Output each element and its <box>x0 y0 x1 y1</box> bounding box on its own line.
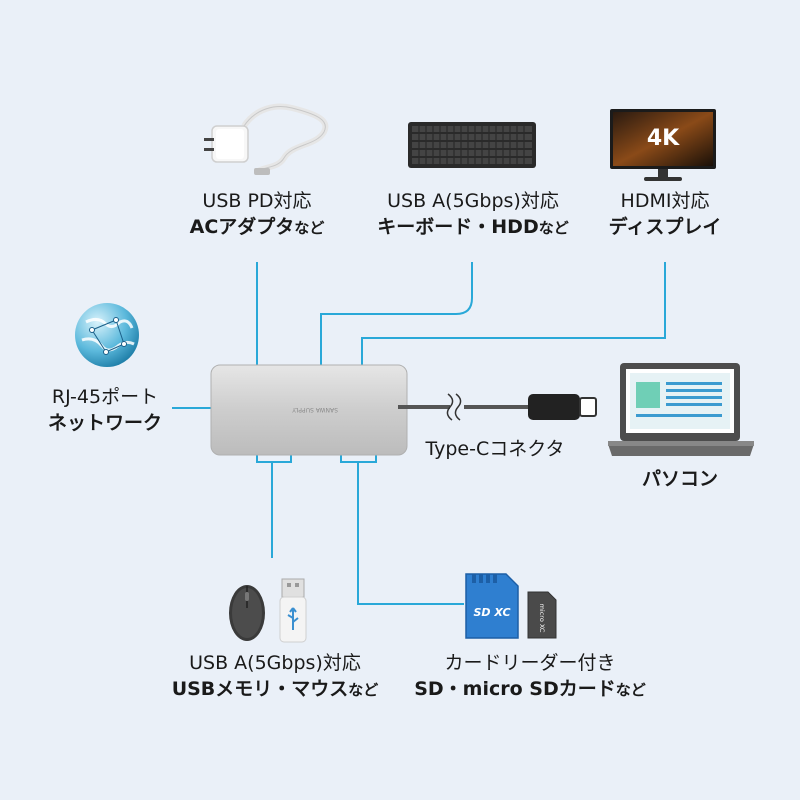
label-usb-a-top-small: など <box>538 219 569 237</box>
label-rj45-line1: RJ-45ポート <box>51 386 159 408</box>
label-usb-pd-small: など <box>294 219 325 237</box>
label-rj45-line2: ネットワーク <box>47 412 162 434</box>
label-type-c: Type-Cコネクタ <box>410 436 580 462</box>
label-rj45: RJ-45ポート ネットワーク <box>30 384 180 436</box>
label-usb-a-bottom-line2: USBメモリ・マウス <box>171 678 349 700</box>
type-c-cable <box>398 393 597 421</box>
label-card-reader: カードリーダー付き SD・micro SDカードなど <box>400 650 660 703</box>
usba-top-line <box>320 262 473 366</box>
mouse-icon <box>229 585 265 641</box>
network-globe-icon <box>75 303 139 367</box>
label-type-c-line1: Type-Cコネクタ <box>425 438 565 460</box>
label-hdmi-line1: HDMI対応 <box>620 190 710 212</box>
label-pc-line2: パソコン <box>641 468 718 490</box>
monitor-4k-text: 4K <box>647 126 680 151</box>
label-card-reader-small: など <box>615 681 646 699</box>
label-usb-pd-line2: ACアダプタ <box>189 216 295 238</box>
hub-brand-text: SANWA SUPPLY <box>292 406 338 413</box>
label-pc: パソコン <box>610 466 750 492</box>
usba-bottom-line <box>256 452 292 558</box>
keyboard-icon <box>408 122 536 168</box>
label-usb-pd-line1: USB PD対応 <box>202 190 312 212</box>
hdmi-line <box>361 262 666 366</box>
label-usb-a-top-line2: キーボード・HDD <box>377 216 539 238</box>
label-hdmi: HDMI対応 ディスプレイ <box>590 188 740 240</box>
ac-adapter-icon <box>204 103 329 175</box>
label-usb-a-top-line1: USB A(5Gbps)対応 <box>387 190 559 212</box>
label-usb-a-bottom-line1: USB A(5Gbps)対応 <box>189 652 361 674</box>
sd-card-text: SD XC <box>473 606 510 619</box>
label-card-reader-line2: SD・micro SDカード <box>414 678 616 700</box>
label-usb-a-bottom-small: など <box>348 681 379 699</box>
usb-hub-device: SANWA SUPPLY <box>210 364 408 456</box>
microsd-card-icon: micro XC <box>527 591 557 639</box>
laptop-icon <box>608 363 754 456</box>
label-usb-a-top: USB A(5Gbps)対応 キーボード・HDDなど <box>360 188 586 241</box>
label-hdmi-line2: ディスプレイ <box>608 216 722 238</box>
monitor-4k-icon: 4K <box>610 109 716 181</box>
label-usb-pd: USB PD対応 ACアダプタなど <box>160 188 354 241</box>
microsd-card-text: micro XC <box>538 604 546 633</box>
sd-card-icon: SD XC <box>465 573 519 639</box>
label-usb-a-bottom: USB A(5Gbps)対応 USBメモリ・マウスなど <box>140 650 410 703</box>
card-line <box>340 452 464 605</box>
label-card-reader-line1: カードリーダー付き <box>444 652 616 674</box>
usb-memory-icon <box>279 578 307 643</box>
